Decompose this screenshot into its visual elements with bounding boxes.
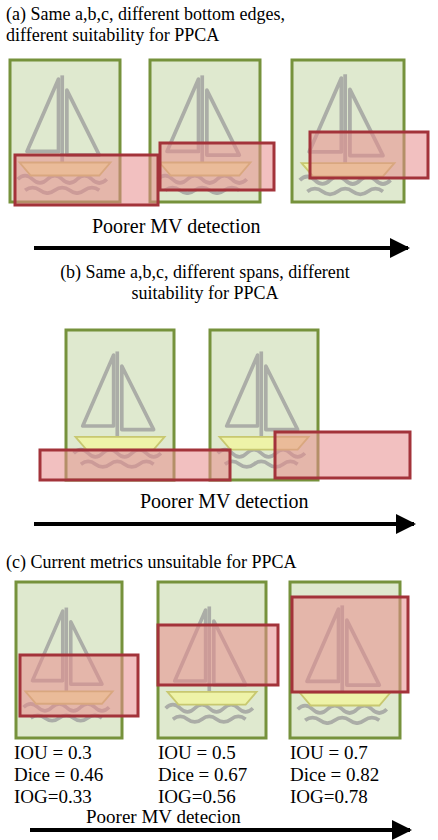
metric-value: IOG=0.56 xyxy=(158,786,288,808)
metric-value: IOU = 0.3 xyxy=(14,742,144,764)
red-box xyxy=(15,132,428,716)
metric-value: Dice = 0.67 xyxy=(158,764,288,786)
trend-label: Poorer MV detection xyxy=(140,490,400,513)
panel-heading: (c) Current metrics unsuitable for PPCA xyxy=(6,552,426,573)
metric-value: Dice = 0.82 xyxy=(290,764,430,786)
panel-heading: (b) Same a,b,c, different spans, differe… xyxy=(50,262,360,303)
trend-label: Poorer MV detecion xyxy=(86,806,366,828)
metric-value: IOU = 0.7 xyxy=(290,742,430,764)
metric-value: IOG=0.33 xyxy=(14,786,144,808)
panel-heading: (a) Same a,b,c, different bottom edges, … xyxy=(6,4,351,45)
metric-value: IOG=0.78 xyxy=(290,786,430,808)
trend-label: Poorer MV detection xyxy=(92,215,352,238)
metric-value: Dice = 0.46 xyxy=(14,764,144,786)
metric-value: IOU = 0.5 xyxy=(158,742,288,764)
